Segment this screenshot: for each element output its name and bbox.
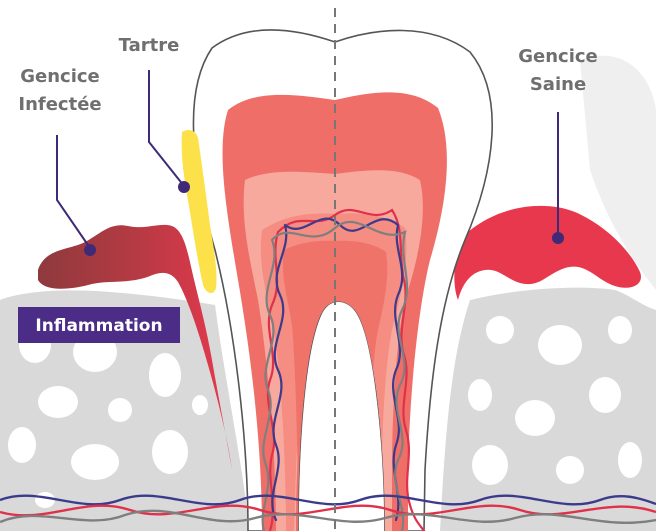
- inflammation-badge: Inflammation: [18, 307, 180, 343]
- inflammation-label: Inflammation: [35, 316, 162, 336]
- label-infected-gum-line2: Infectée: [18, 94, 101, 115]
- label-healthy-gum-line2: Saine: [530, 74, 586, 95]
- label-healthy-gum-line1: Gencice: [518, 46, 598, 67]
- label-infected-gum-line1: Gencice: [20, 66, 100, 87]
- pointer-infected-gum: [57, 135, 96, 256]
- pointer-dot-tartar: [178, 181, 190, 193]
- pointer-dot-healthy: [552, 232, 564, 244]
- pointer-dot-infected: [84, 244, 96, 256]
- label-tartar: Tartre: [119, 35, 180, 56]
